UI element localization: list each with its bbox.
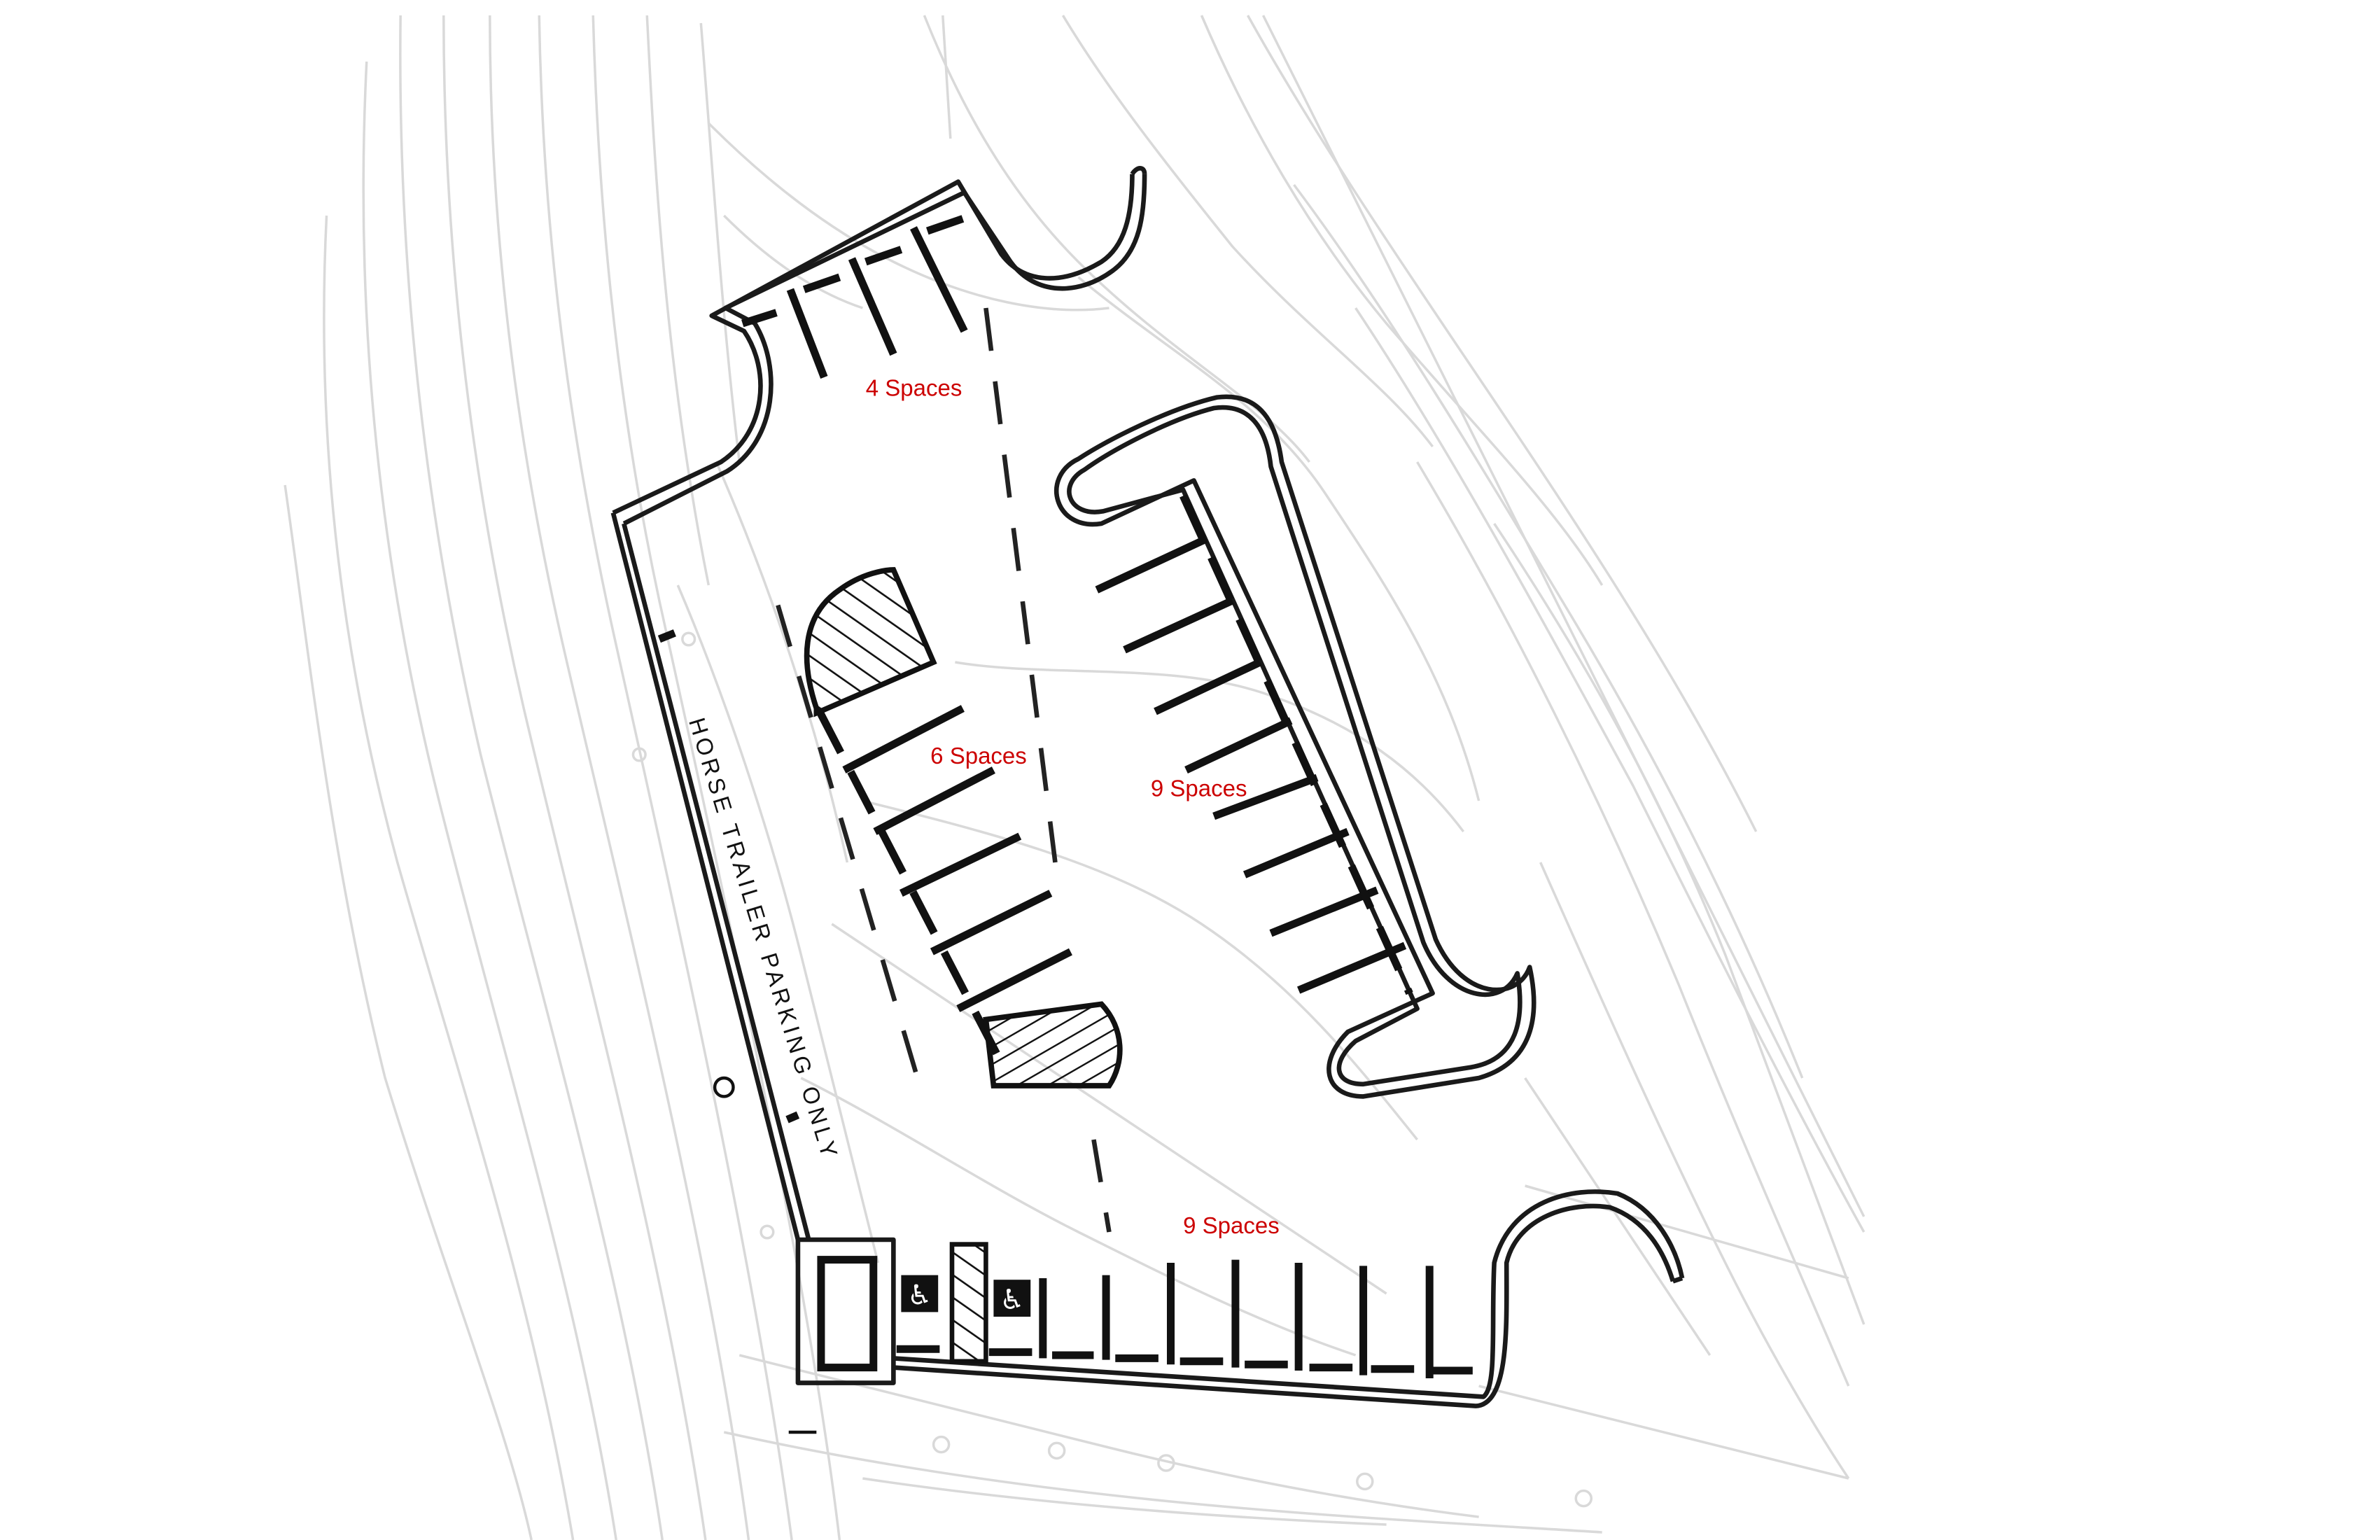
label-center-row: 6 Spaces	[930, 743, 1027, 769]
center-island	[1054, 394, 1536, 1099]
aisle-markings	[657, 307, 1112, 1233]
wheelchair-icon: ♿	[1000, 1284, 1025, 1316]
hatched-access-aisle	[949, 1242, 988, 1364]
label-island-row: 9 Spaces	[1151, 775, 1247, 801]
structure	[795, 1237, 896, 1385]
north-stalls	[741, 215, 968, 379]
contour-lines	[284, 15, 1865, 1540]
label-north-lot: 4 Spaces	[866, 374, 962, 400]
center-stalls	[816, 705, 1072, 1065]
hatched-island-south	[983, 1001, 1123, 1088]
hatched-island-north	[804, 567, 937, 718]
accessible-sign-2: ♿	[993, 1280, 1031, 1317]
label-south-row: 9 Spaces	[1183, 1212, 1280, 1238]
lot-boundary	[610, 166, 1685, 1408]
survey-marker	[713, 1076, 735, 1098]
south-stalls	[896, 1242, 1473, 1379]
wheelchair-icon: ♿	[907, 1279, 932, 1311]
island-stalls	[1095, 494, 1413, 995]
accessible-sign-1: ♿	[901, 1275, 939, 1312]
